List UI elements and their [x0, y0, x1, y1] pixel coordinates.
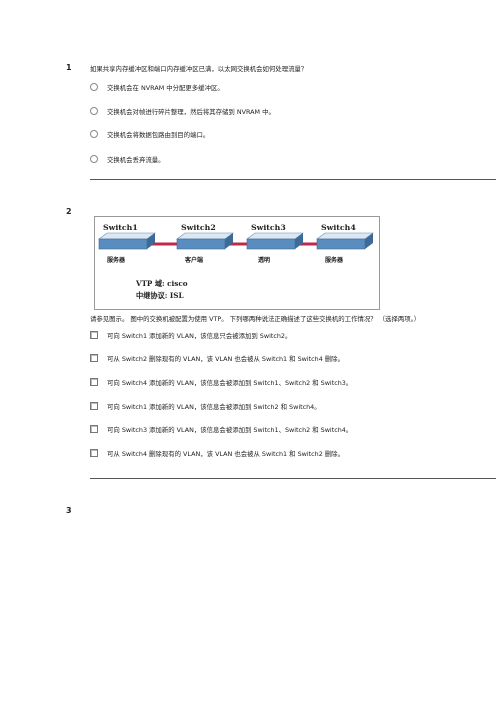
q2-option-3[interactable]: 可向 Switch4 添加新的 VLAN，该信息会被添加到 Switch1、Sw…: [90, 377, 352, 387]
switch3-label: Switch3: [251, 223, 286, 232]
q2-option-2[interactable]: 可从 Switch2 删除现有的 VLAN，该 VLAN 也会被从 Switch…: [90, 353, 344, 363]
question-1-number: 1: [66, 63, 72, 72]
q2-option-4-label: 可向 Switch1 添加新的 VLAN，该信息会被添加到 Switch2 和 …: [107, 402, 321, 411]
switch3-icon: [246, 232, 304, 250]
checkbox[interactable]: [90, 402, 98, 410]
q2-option-1[interactable]: 可向 Switch1 添加新的 VLAN，该信息只会被添加到 Switch2。: [90, 330, 291, 340]
switch4-icon: [316, 232, 374, 250]
radio-button[interactable]: [90, 130, 98, 138]
question-2-text: 请参见图示。 图中的交换机被配置为使用 VTP。 下列哪两种说法正确描述了这些交…: [90, 315, 421, 323]
q1-option-1-label: 交换机会在 NVRAM 中分配更多缓冲区。: [107, 83, 224, 92]
q1-option-3-label: 交换机会将数据包路由到目的端口。: [107, 130, 210, 139]
q1-option-4[interactable]: 交换机会丢弃流量。: [90, 154, 165, 164]
q1-option-4-label: 交换机会丢弃流量。: [107, 155, 165, 164]
checkbox[interactable]: [90, 378, 98, 386]
switch2-role: 客户端: [185, 257, 204, 264]
q2-option-1-label: 可向 Switch1 添加新的 VLAN，该信息只会被添加到 Switch2。: [107, 331, 292, 340]
q1-option-3[interactable]: 交换机会将数据包路由到目的端口。: [90, 129, 209, 139]
q2-option-2-label: 可从 Switch2 删除现有的 VLAN，该 VLAN 也会被从 Switch…: [107, 354, 344, 363]
switch2-label: Switch2: [181, 223, 216, 232]
q2-option-4[interactable]: 可向 Switch1 添加新的 VLAN，该信息会被添加到 Switch2 和 …: [90, 401, 321, 411]
question-3-number: 3: [66, 506, 72, 515]
switch4-label: Switch4: [321, 223, 356, 232]
checkbox[interactable]: [90, 449, 98, 457]
q2-option-3-label: 可向 Switch4 添加新的 VLAN，该信息会被添加到 Switch1、Sw…: [107, 378, 353, 387]
switch1-icon: [98, 232, 156, 250]
question-1-text: 如果共享内存缓冲区和端口内存缓冲区已满，以太网交换机会如何处理流量？: [90, 65, 308, 73]
checkbox[interactable]: [90, 331, 98, 339]
network-topology-graphic: [98, 232, 374, 250]
q2-option-6[interactable]: 可从 Switch4 删除现有的 VLAN，该 VLAN 也会被从 Switch…: [90, 448, 344, 458]
q1-option-2-label: 交换机会对帧进行碎片整理，然后将其存储到 NVRAM 中。: [107, 107, 275, 116]
question-divider: [90, 179, 496, 180]
switch1-role: 服务器: [107, 257, 126, 264]
vtp-network-diagram: Switch1 Switch2 Switch3 Switch4 服务器 客户端 …: [94, 216, 380, 310]
checkbox[interactable]: [90, 425, 98, 433]
radio-button[interactable]: [90, 83, 98, 91]
switch4-role: 服务器: [325, 257, 344, 264]
q2-option-6-label: 可从 Switch4 删除现有的 VLAN，该 VLAN 也会被从 Switch…: [107, 449, 344, 458]
vtp-domain-label: VTP 域: cisco: [136, 279, 188, 288]
question-divider: [90, 478, 496, 479]
q2-option-5-label: 可向 Switch3 添加新的 VLAN，该信息会被添加到 Switch1、Sw…: [107, 425, 353, 434]
checkbox[interactable]: [90, 354, 98, 362]
q1-option-2[interactable]: 交换机会对帧进行碎片整理，然后将其存储到 NVRAM 中。: [90, 106, 275, 116]
switch2-icon: [176, 232, 234, 250]
q1-option-1[interactable]: 交换机会在 NVRAM 中分配更多缓冲区。: [90, 82, 224, 92]
question-2-number: 2: [66, 207, 72, 216]
radio-button[interactable]: [90, 107, 98, 115]
switch1-label: Switch1: [103, 223, 138, 232]
trunk-protocol-label: 中继协议: ISL: [136, 291, 184, 300]
switch3-role: 透明: [258, 257, 271, 264]
radio-button[interactable]: [90, 155, 98, 163]
q2-option-5[interactable]: 可向 Switch3 添加新的 VLAN，该信息会被添加到 Switch1、Sw…: [90, 424, 352, 434]
